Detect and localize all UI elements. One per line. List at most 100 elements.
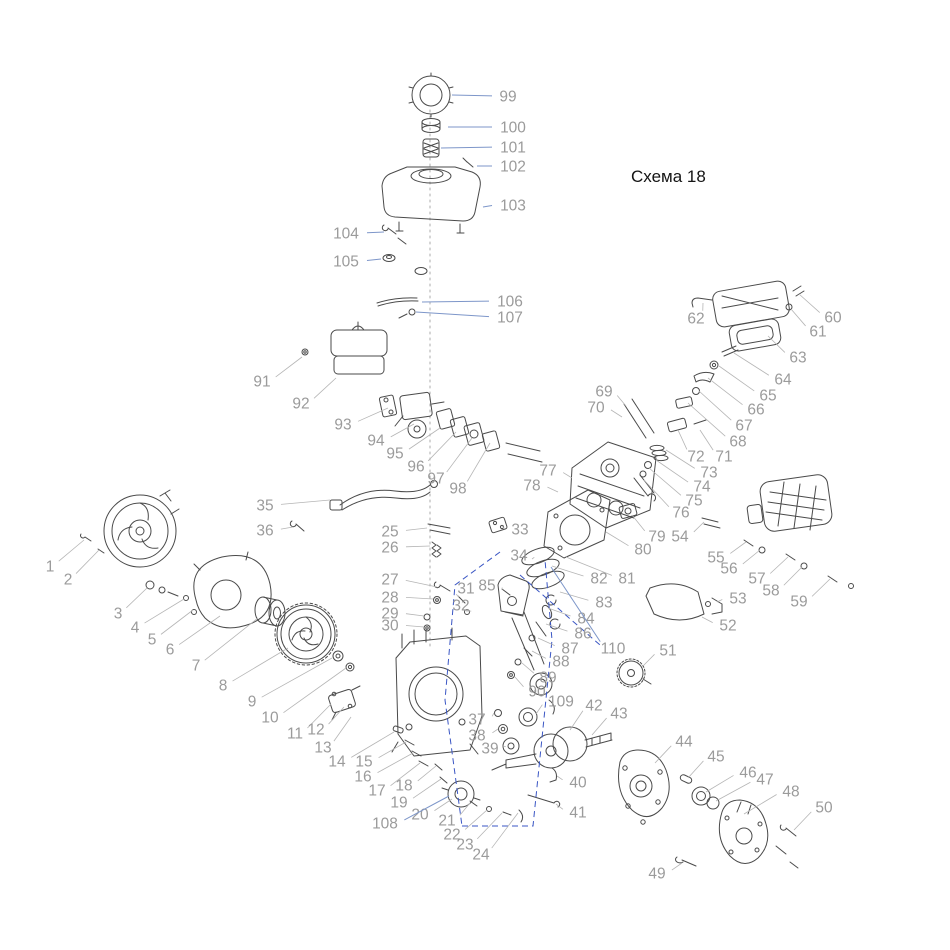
leader-line-107 [415,311,490,318]
part-label-13: 13 [314,740,331,757]
leader-line-89 [521,662,535,674]
part-label-16: 16 [354,769,371,786]
leader-line-45 [687,760,704,779]
part-label-32: 32 [452,598,469,615]
leader-line-26 [405,545,431,548]
leader-line-13 [333,716,352,742]
part-starter-cup [254,596,286,627]
part-exhaust-gasket [618,503,638,519]
leader-line-87 [537,637,555,646]
leader-line-61 [790,308,806,327]
part-fasteners-14-19 [392,725,448,784]
part-governor-parts [494,709,520,755]
leader-line-47 [715,781,751,802]
part-label-74: 74 [693,479,711,496]
part-label-110: 110 [601,641,626,658]
leader-line-36 [280,526,294,530]
leader-line-43 [591,717,607,736]
part-label-38: 38 [468,728,485,745]
part-label-24: 24 [472,847,490,864]
leader-line-30 [405,625,425,628]
part-fuel-filter [422,138,440,158]
part-label-60: 60 [824,310,842,327]
part-label-107: 107 [497,310,523,327]
part-label-83: 83 [595,595,612,612]
part-cylinder-head [569,441,657,529]
part-label-104: 104 [333,226,359,243]
leader-line-101 [440,146,493,149]
leader-line-1 [58,539,85,562]
part-label-102: 102 [500,159,526,176]
part-pushrods [623,398,707,439]
part-breather-tube [691,297,713,308]
part-label-91: 91 [253,374,270,391]
part-crankshaft [491,726,613,771]
part-label-79: 79 [648,529,665,546]
leader-line-4 [144,598,185,624]
part-label-37: 37 [468,712,485,729]
leader-line-68 [687,402,726,437]
leader-line-82 [551,565,584,577]
part-muffler [746,474,833,532]
leader-line-97 [446,437,473,473]
part-label-65: 65 [759,388,776,405]
part-label-11: 11 [287,726,303,743]
part-label-64: 64 [774,372,792,389]
part-ignition-coil [328,685,361,721]
part-label-88: 88 [552,654,569,671]
leader-line-83 [559,591,589,601]
leader-line-70 [610,409,623,418]
part-label-75: 75 [685,493,702,510]
part-label-99: 99 [499,89,516,106]
leader-line-22 [464,809,488,830]
part-label-5: 5 [148,632,157,649]
part-label-109: 109 [548,694,574,711]
leader-line-35 [280,499,331,505]
part-label-36: 36 [256,523,273,540]
part-fuel-line [376,297,419,319]
part-label-66: 66 [747,402,764,419]
part-stator [441,780,481,808]
leader-line-23 [476,812,503,840]
part-filler-insert [421,118,441,133]
part-label-77: 77 [539,463,556,480]
part-label-86: 86 [574,626,591,643]
assembly-outline [444,551,601,827]
part-fuel-tank [381,166,481,234]
part-label-45: 45 [707,749,724,766]
leader-line-59 [811,578,831,597]
part-label-7: 7 [192,658,201,675]
part-grommet-105 [382,254,428,275]
part-label-97: 97 [427,471,444,488]
leader-line-49 [671,862,683,871]
leader-line-42 [569,710,584,731]
leader-line-39 [502,745,506,748]
part-label-14: 14 [328,754,346,771]
leader-line-71 [699,429,714,451]
part-label-6: 6 [166,642,175,659]
leader-line-69 [616,395,627,407]
part-rocker-parts [675,345,739,409]
part-label-95: 95 [386,446,403,463]
leader-line-94 [390,423,415,438]
leader-line-24 [491,812,519,849]
part-label-101: 101 [500,140,526,157]
part-label-27: 27 [381,572,398,589]
part-label-72: 72 [687,449,704,466]
leader-line-10 [283,667,347,713]
leader-line-18 [417,765,437,782]
leader-line-15 [378,741,407,759]
part-label-28: 28 [381,590,398,607]
leader-line-104 [366,231,385,234]
leader-line-7 [204,617,259,661]
part-label-73: 73 [700,465,717,482]
leader-line-75 [648,467,682,496]
leader-line-28 [405,596,434,600]
leader-line-92 [313,377,337,399]
part-label-94: 94 [367,433,385,450]
part-label-25: 25 [381,524,398,541]
part-label-70: 70 [587,400,605,417]
leader-line-37 [491,712,495,717]
leader-line-77 [562,472,573,479]
